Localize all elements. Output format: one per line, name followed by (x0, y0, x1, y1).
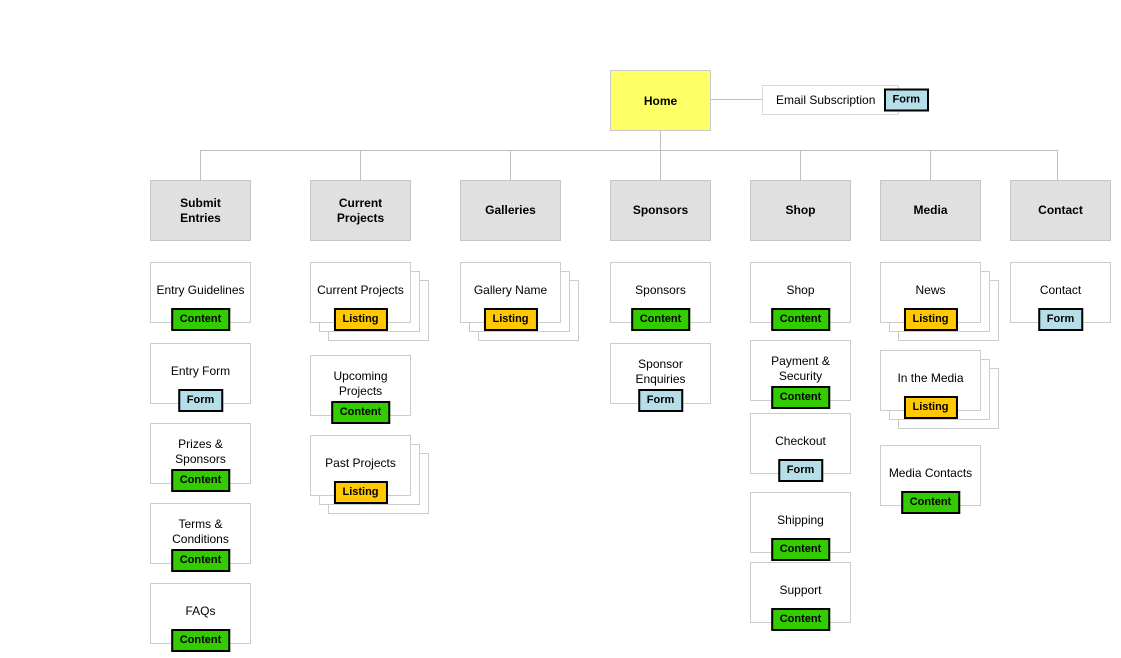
page-node-in-the-media[interactable]: In the Media Listing (880, 350, 981, 419)
page-type-badge: Form (1037, 308, 1084, 331)
page-node-support[interactable]: Support Content (750, 562, 851, 631)
email-subscription-node[interactable]: Email Subscription Form (762, 85, 929, 115)
email-subscription-label: Email Subscription (776, 93, 876, 107)
page-type-badge: Listing (333, 308, 388, 331)
section-sponsors[interactable]: Sponsors (610, 180, 711, 241)
section-submit-entries[interactable]: Submit Entries (150, 180, 251, 241)
page-label: Checkout (775, 434, 826, 448)
page-label: Media Contacts (888, 466, 973, 480)
section-label: Current Projects (336, 195, 385, 225)
connector-drop-shop (800, 150, 801, 180)
page-label: Shop (786, 283, 815, 297)
page-type-badge: Content (770, 308, 831, 331)
page-label: Shipping (777, 513, 824, 527)
page-node-media-contacts[interactable]: Media Contacts Content (880, 445, 981, 514)
home-node[interactable]: Home (610, 70, 711, 131)
page-type-badge: Form (883, 88, 929, 112)
connector-drop-current-projects (360, 150, 361, 180)
page-type-badge: Content (770, 386, 831, 409)
section-contact[interactable]: Contact (1010, 180, 1111, 241)
page-node-faqs[interactable]: FAQs Content (150, 583, 251, 652)
connector-home-email (711, 99, 762, 100)
page-label: Payment & Security (771, 353, 830, 383)
page-node-entry-guidelines[interactable]: Entry Guidelines Content (150, 262, 251, 331)
connector-drop-galleries (510, 150, 511, 180)
section-label: Shop (785, 203, 816, 217)
page-node-entry-form[interactable]: Entry Form Form (150, 343, 251, 412)
section-galleries[interactable]: Galleries (460, 180, 561, 241)
page-type-badge: Content (170, 469, 231, 492)
page-type-badge: Content (770, 538, 831, 561)
page-node-gallery-name[interactable]: Gallery Name Listing (460, 262, 561, 331)
page-type-badge: Content (170, 308, 231, 331)
page-node-sponsor-enquiries[interactable]: Sponsor Enquiries Form (610, 343, 711, 412)
page-label: Past Projects (325, 456, 396, 470)
section-media[interactable]: Media (880, 180, 981, 241)
page-label: Entry Guidelines (156, 283, 245, 297)
page-node-current-projects[interactable]: Current Projects Listing (310, 262, 411, 331)
page-label: Terms & Conditions (172, 516, 229, 546)
page-label: News (915, 283, 946, 297)
section-label: Submit Entries (180, 195, 221, 225)
page-node-past-projects[interactable]: Past Projects Listing (310, 435, 411, 504)
connector-drop-media (930, 150, 931, 180)
page-type-badge: Content (630, 308, 691, 331)
page-node-news[interactable]: News Listing (880, 262, 981, 331)
home-label: Home (643, 93, 678, 108)
page-node-sponsors[interactable]: Sponsors Content (610, 262, 711, 331)
page-label: Sponsors (635, 283, 686, 297)
page-label: Upcoming Projects (333, 368, 388, 398)
page-node-checkout[interactable]: Checkout Form (750, 413, 851, 482)
page-label: Current Projects (317, 283, 404, 297)
page-node-shipping[interactable]: Shipping Content (750, 492, 851, 561)
connector-drop-submit-entries (200, 150, 201, 180)
section-current-projects[interactable]: Current Projects (310, 180, 411, 241)
page-type-badge: Content (170, 549, 231, 572)
page-node-payment-security[interactable]: Payment & Security Content (750, 340, 851, 409)
connector-main-horizontal (200, 150, 1058, 151)
section-label: Galleries (485, 203, 536, 217)
section-label: Media (913, 203, 948, 217)
page-type-badge: Form (777, 459, 824, 482)
page-label: Support (779, 583, 822, 597)
connector-drop-sponsors (660, 150, 661, 180)
page-node-contact[interactable]: Contact Form (1010, 262, 1111, 331)
page-type-badge: Content (170, 629, 231, 652)
page-type-badge: Listing (483, 308, 538, 331)
page-label: Sponsor Enquiries (635, 356, 686, 386)
page-node-upcoming-projects[interactable]: Upcoming Projects Content (310, 355, 411, 424)
page-type-badge: Form (637, 389, 684, 412)
page-type-badge: Content (770, 608, 831, 631)
page-label: Contact (1039, 283, 1082, 297)
page-label: Prizes & Sponsors (175, 436, 226, 466)
page-type-badge: Content (330, 401, 391, 424)
page-node-shop[interactable]: Shop Content (750, 262, 851, 331)
page-type-badge: Form (177, 389, 224, 412)
page-label: Entry Form (170, 364, 231, 378)
section-label: Contact (1038, 203, 1083, 217)
page-label: FAQs (185, 604, 216, 618)
page-node-prizes-sponsors[interactable]: Prizes & Sponsors Content (150, 423, 251, 492)
section-label: Sponsors (632, 203, 689, 217)
page-type-badge: Content (900, 491, 961, 514)
connector-drop-contact (1057, 150, 1058, 180)
page-type-badge: Listing (903, 396, 958, 419)
section-shop[interactable]: Shop (750, 180, 851, 241)
page-label: In the Media (897, 371, 964, 385)
page-label: Gallery Name (473, 283, 548, 297)
connector-home-down (660, 131, 661, 151)
page-type-badge: Listing (903, 308, 958, 331)
page-node-terms-conditions[interactable]: Terms & Conditions Content (150, 503, 251, 572)
page-type-badge: Listing (333, 481, 388, 504)
